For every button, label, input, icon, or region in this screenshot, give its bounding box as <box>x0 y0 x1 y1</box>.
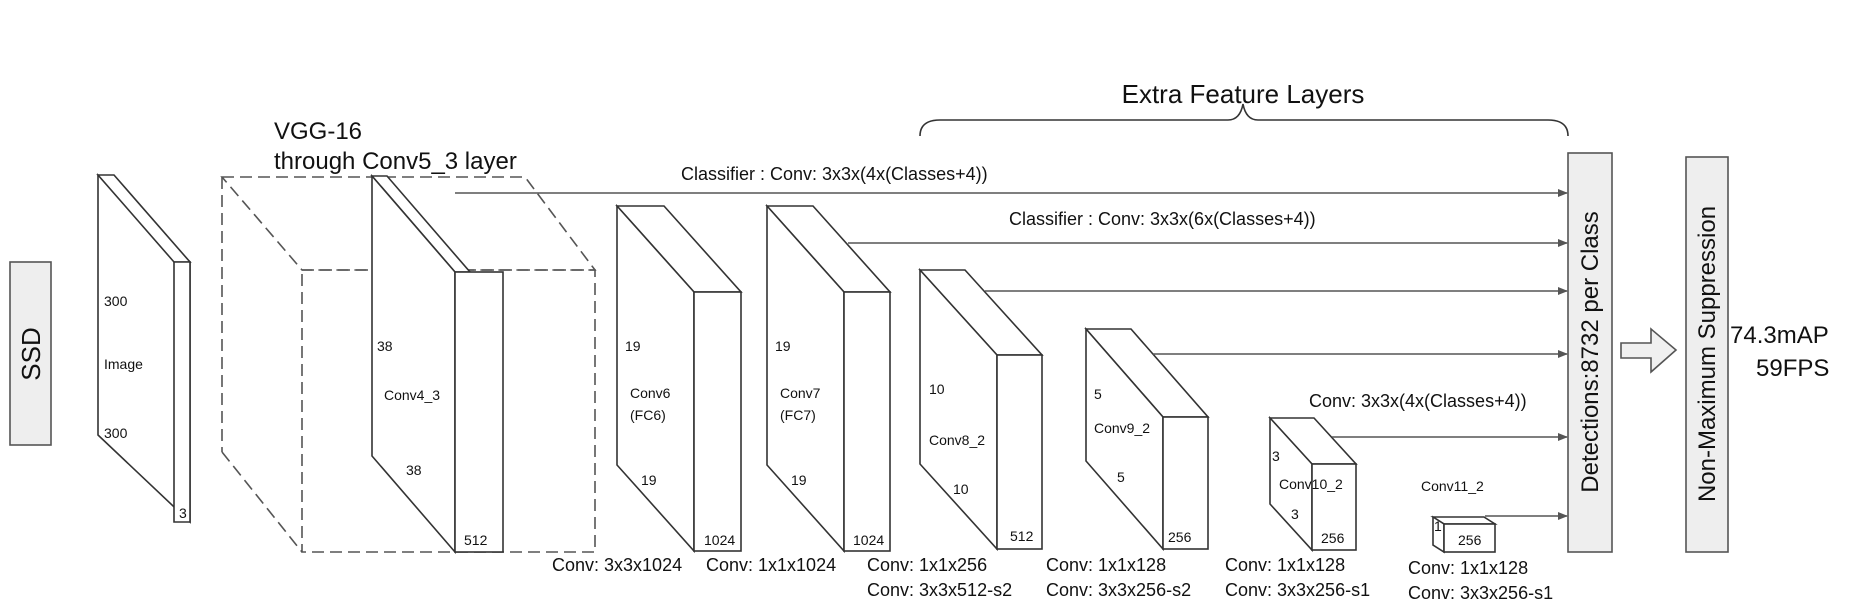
conv9-2-block: 5 Conv9_2 5 256 <box>1084 326 1210 552</box>
conv4-3-height: 38 <box>377 338 393 354</box>
conv6-op-label: Conv: 3x3x1024 <box>552 555 682 575</box>
conv9-2-width: 5 <box>1117 469 1125 485</box>
ssd-box: SSD <box>9 261 52 446</box>
conv6-block: 19 Conv6 (FC6) 19 1024 <box>615 203 743 554</box>
conv10-2-block: 3 Conv10_2 3 256 <box>1268 415 1358 553</box>
conv10-op-label-1: Conv: 1x1x128 <box>1225 555 1345 575</box>
result-map: 74.3mAP <box>1730 322 1829 349</box>
detections-label: Detections:8732 per Class <box>1577 211 1604 492</box>
classifier-label-2: Classifier : Conv: 3x3x(6x(Classes+4)) <box>1009 209 1316 229</box>
nms-label: Non-Maximum Suppression <box>1694 206 1721 502</box>
conv11-2-channels: 256 <box>1458 532 1482 548</box>
conv6-height: 19 <box>625 338 641 354</box>
conv9-2-channels: 256 <box>1168 529 1192 545</box>
vgg-label-line2: through Conv5_3 layer <box>274 148 517 175</box>
conv6-channels: 1024 <box>704 532 735 548</box>
conv6-name-line2: (FC6) <box>630 407 666 423</box>
conv9-2-name: Conv9_2 <box>1094 420 1150 436</box>
conv11-2-block: Conv11_2 1 256 <box>1421 478 1498 554</box>
extra-feature-layers-label: Extra Feature Layers <box>1122 79 1365 109</box>
image-channels-label: 3 <box>179 505 187 521</box>
conv11-op-label-1: Conv: 1x1x128 <box>1408 558 1528 578</box>
conv7-block: 19 Conv7 (FC7) 19 1024 <box>765 203 892 554</box>
conv8-2-height: 10 <box>929 381 945 397</box>
conv7-name-line2: (FC7) <box>780 407 816 423</box>
ssd-label: SSD <box>16 327 46 380</box>
vgg-label-line1: VGG-16 <box>274 118 362 145</box>
conv4-3-name: Conv4_3 <box>384 387 440 403</box>
nms-arrow <box>1620 327 1678 374</box>
image-name-label: Image <box>104 356 143 372</box>
conv8-2-width: 10 <box>953 481 969 497</box>
conv8-op-label-2: Conv: 3x3x512-s2 <box>867 580 1012 600</box>
conv7-channels: 1024 <box>853 532 884 548</box>
conv4-3-channels: 512 <box>464 532 488 548</box>
classifier-label-3: Conv: 3x3x(4x(Classes+4)) <box>1309 391 1527 411</box>
image-height-label: 300 <box>104 293 128 309</box>
conv10-2-height: 3 <box>1272 448 1280 464</box>
conv10-2-name: Conv10_2 <box>1279 476 1343 492</box>
conv9-op-label-2: Conv: 3x3x256-s2 <box>1046 580 1191 600</box>
conv9-op-label-1: Conv: 1x1x128 <box>1046 555 1166 575</box>
conv6-name-line1: Conv6 <box>630 385 671 401</box>
extra-feature-layers-brace <box>919 103 1569 137</box>
conv9-2-height: 5 <box>1094 386 1102 402</box>
conv11-2-name: Conv11_2 <box>1421 478 1484 494</box>
conv10-op-label-2: Conv: 3x3x256-s1 <box>1225 580 1370 600</box>
conv8-2-name: Conv8_2 <box>929 432 985 448</box>
image-input-block: 300 Image 300 3 <box>96 173 192 524</box>
conv6-width: 19 <box>641 472 657 488</box>
conv7-height: 19 <box>775 338 791 354</box>
conv10-2-channels: 256 <box>1321 530 1345 546</box>
conv8-2-channels: 512 <box>1010 528 1034 544</box>
conv11-op-label-2: Conv: 3x3x256-s1 <box>1408 583 1553 603</box>
conv8-op-label-1: Conv: 1x1x256 <box>867 555 987 575</box>
conv8-2-block: 10 Conv8_2 10 512 <box>918 267 1044 552</box>
conv4-3-width: 38 <box>406 462 422 478</box>
conv4-3-block: 38 Conv4_3 38 512 <box>370 173 504 555</box>
nms-box: Non-Maximum Suppression <box>1685 156 1729 553</box>
conv10-2-width: 3 <box>1291 506 1299 522</box>
conv7-op-label: Conv: 1x1x1024 <box>706 555 836 575</box>
classifier-label-1: Classifier : Conv: 3x3x(4x(Classes+4)) <box>681 164 988 184</box>
detections-box: Detections:8732 per Class <box>1567 152 1613 553</box>
conv7-name-line1: Conv7 <box>780 385 821 401</box>
conv7-width: 19 <box>791 472 807 488</box>
result-fps: 59FPS <box>1756 355 1829 382</box>
conv11-2-height: 1 <box>1434 518 1442 534</box>
image-width-label: 300 <box>104 425 128 441</box>
